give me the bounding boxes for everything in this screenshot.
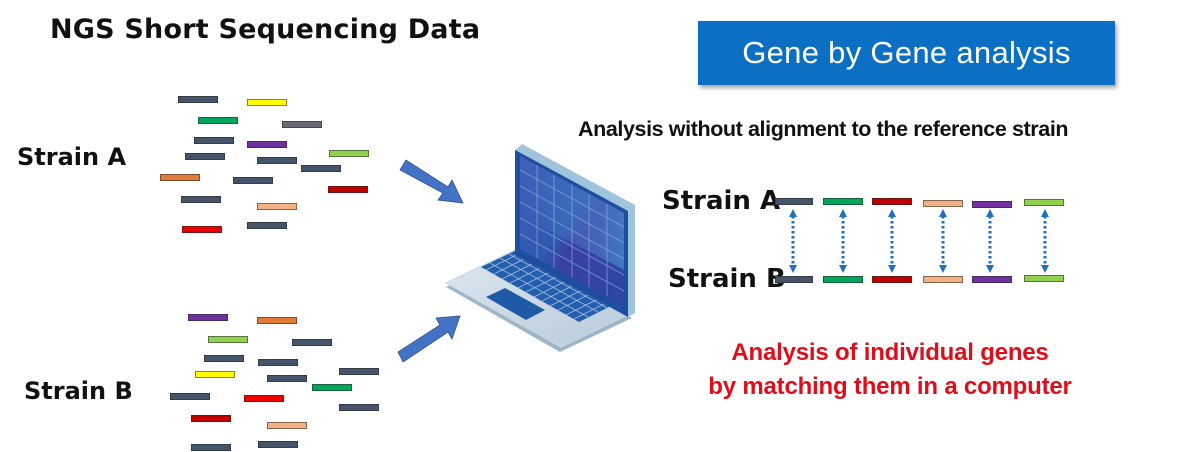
- aligned-strain-a-label: Strain A: [662, 186, 781, 216]
- strain-a-aligned-gene: [1024, 199, 1064, 206]
- strain-b-aligned-gene: [972, 276, 1012, 283]
- gene-match-arrows: [789, 209, 1049, 273]
- double-arrow-icon: [839, 209, 847, 273]
- strain-a-read: [247, 141, 287, 148]
- strain-b-read: [191, 415, 231, 422]
- double-arrow-icon: [789, 209, 797, 273]
- strain-a-aligned-gene: [923, 200, 963, 207]
- double-arrow-icon: [939, 209, 947, 273]
- double-arrow-icon: [986, 209, 994, 273]
- subtitle: Analysis without alignment to the refere…: [578, 117, 1069, 141]
- strain-a-read: [194, 137, 234, 144]
- strain-b-read: [258, 359, 298, 366]
- strain-a-aligned-gene: [872, 198, 912, 205]
- gene-by-gene-banner: Gene by Gene analysis: [698, 21, 1115, 85]
- strain-a-read: [257, 157, 297, 164]
- strain-a-read: [247, 222, 287, 229]
- banner-text: Gene by Gene analysis: [742, 35, 1071, 70]
- strain-b-read: [257, 317, 297, 324]
- conclusion-line-1: Analysis of individual genes: [731, 339, 1049, 366]
- strain-b-read: [195, 371, 235, 378]
- strain-a-read: [328, 186, 368, 193]
- conclusion-line-2: by matching them in a computer: [708, 373, 1072, 400]
- strain-b-read: [244, 395, 284, 402]
- double-arrow-icon: [1041, 209, 1049, 273]
- strain-b-aligned-gene: [1024, 275, 1064, 282]
- strain-b-read: [339, 368, 379, 375]
- strain-a-read: [247, 99, 287, 106]
- page-title: NGS Short Sequencing Data: [50, 14, 481, 45]
- strain-a-read: [233, 177, 273, 184]
- strain-a-read: [282, 121, 322, 128]
- strain-b-aligned-gene: [823, 276, 863, 283]
- arrow-from-strain-a: [399, 159, 464, 204]
- double-arrow-icon: [888, 209, 896, 273]
- strain-b-read: [170, 393, 210, 400]
- laptop-icon: [444, 144, 635, 352]
- strain-a-read: [329, 150, 369, 157]
- strain-b-read: [258, 441, 298, 448]
- strain-a-read: [181, 196, 221, 203]
- strain-a-aligned-gene: [972, 201, 1012, 208]
- arrow-from-strain-b: [397, 315, 461, 363]
- strain-a-label: Strain A: [17, 143, 127, 171]
- strain-a-read: [198, 117, 238, 124]
- strain-b-read: [267, 375, 307, 382]
- strain-b-read: [191, 444, 231, 451]
- strain-b-read: [339, 404, 379, 411]
- aligned-strain-b-label: Strain B: [668, 264, 786, 294]
- strain-a-aligned-gene: [775, 198, 813, 205]
- strain-a-read: [185, 153, 225, 160]
- strain-a-read: [301, 165, 341, 172]
- strain-b-read: [204, 355, 244, 362]
- strain-a-read: [160, 174, 200, 181]
- strain-b-read: [312, 384, 352, 391]
- strain-b-aligned-gene: [923, 276, 963, 283]
- strain-a-read: [178, 96, 218, 103]
- strain-b-read: [188, 314, 228, 321]
- strain-b-read: [267, 422, 307, 429]
- strain-a-read: [257, 203, 297, 210]
- strain-b-aligned-gene: [775, 276, 813, 283]
- strain-a-aligned-gene: [823, 198, 863, 205]
- strain-b-read: [292, 339, 332, 346]
- strain-b-aligned-gene: [872, 276, 912, 283]
- strain-b-read: [208, 336, 248, 343]
- strain-a-read: [182, 226, 222, 233]
- conclusion-text: Analysis of individual genes by matching…: [650, 336, 1130, 404]
- strain-b-label: Strain B: [24, 377, 133, 405]
